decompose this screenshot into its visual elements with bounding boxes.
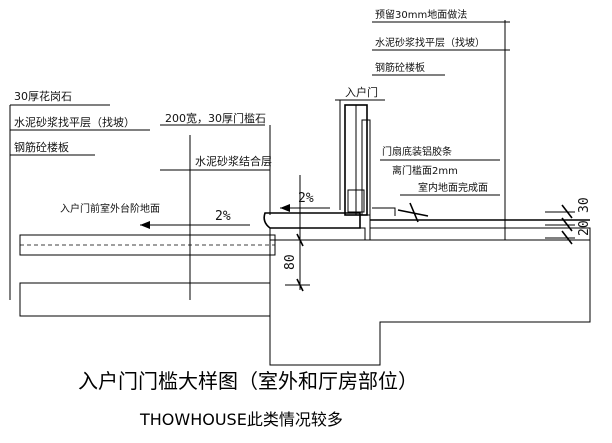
label-mortar-right: 水泥砂浆找平层（找坡） bbox=[375, 36, 485, 49]
leaders-right bbox=[372, 21, 510, 196]
reference-lines bbox=[189, 20, 506, 300]
label-entrance-door: 入户门 bbox=[345, 85, 378, 99]
caption-title: 入户门门槛大样图（室外和厅房部位） bbox=[78, 369, 418, 393]
label-dim-20: 20 bbox=[577, 220, 592, 236]
label-outdoor-step: 入户门前室外台阶地面 bbox=[60, 202, 160, 215]
leaders-left bbox=[9, 99, 385, 300]
threshold-stone bbox=[263, 212, 366, 241]
slope-arrows bbox=[140, 204, 330, 229]
label-bonding-layer: 水泥砂浆结合层 bbox=[195, 154, 272, 168]
label-dim-80: 80 bbox=[283, 254, 298, 270]
label-threshold-stone: 200宽，30厚门槛石 bbox=[165, 111, 266, 125]
label-granite: 30厚花岗石 bbox=[14, 90, 72, 103]
caption-subtitle: THOWHOUSE此类情况较多 bbox=[139, 410, 343, 429]
dimension-80 bbox=[285, 233, 310, 292]
dimension-right bbox=[545, 204, 575, 245]
concrete-slab-right bbox=[269, 239, 591, 366]
label-reserve-floor: 预留30mm地面做法 bbox=[375, 8, 467, 21]
concrete-slab-left bbox=[19, 282, 271, 317]
indoor-floor-layers bbox=[369, 219, 591, 241]
label-door-gap: 离门槛面2mm bbox=[392, 164, 458, 177]
label-slope-right: 2% bbox=[298, 191, 314, 206]
label-slope-left: 2% bbox=[215, 209, 231, 224]
label-slab-left: 钢筋砼楼板 bbox=[14, 140, 69, 154]
label-mortar-left: 水泥砂浆找平层（找坡） bbox=[14, 115, 135, 129]
door-frame bbox=[344, 104, 368, 216]
label-slab-right: 钢筋砼楼板 bbox=[375, 61, 425, 74]
label-door-strip: 门扇底装铝胶条 bbox=[382, 145, 452, 158]
label-indoor-floor: 室内地面完成面 bbox=[418, 181, 488, 194]
label-dim-30: 30 bbox=[577, 197, 592, 213]
mortar-layer-left bbox=[19, 234, 276, 256]
